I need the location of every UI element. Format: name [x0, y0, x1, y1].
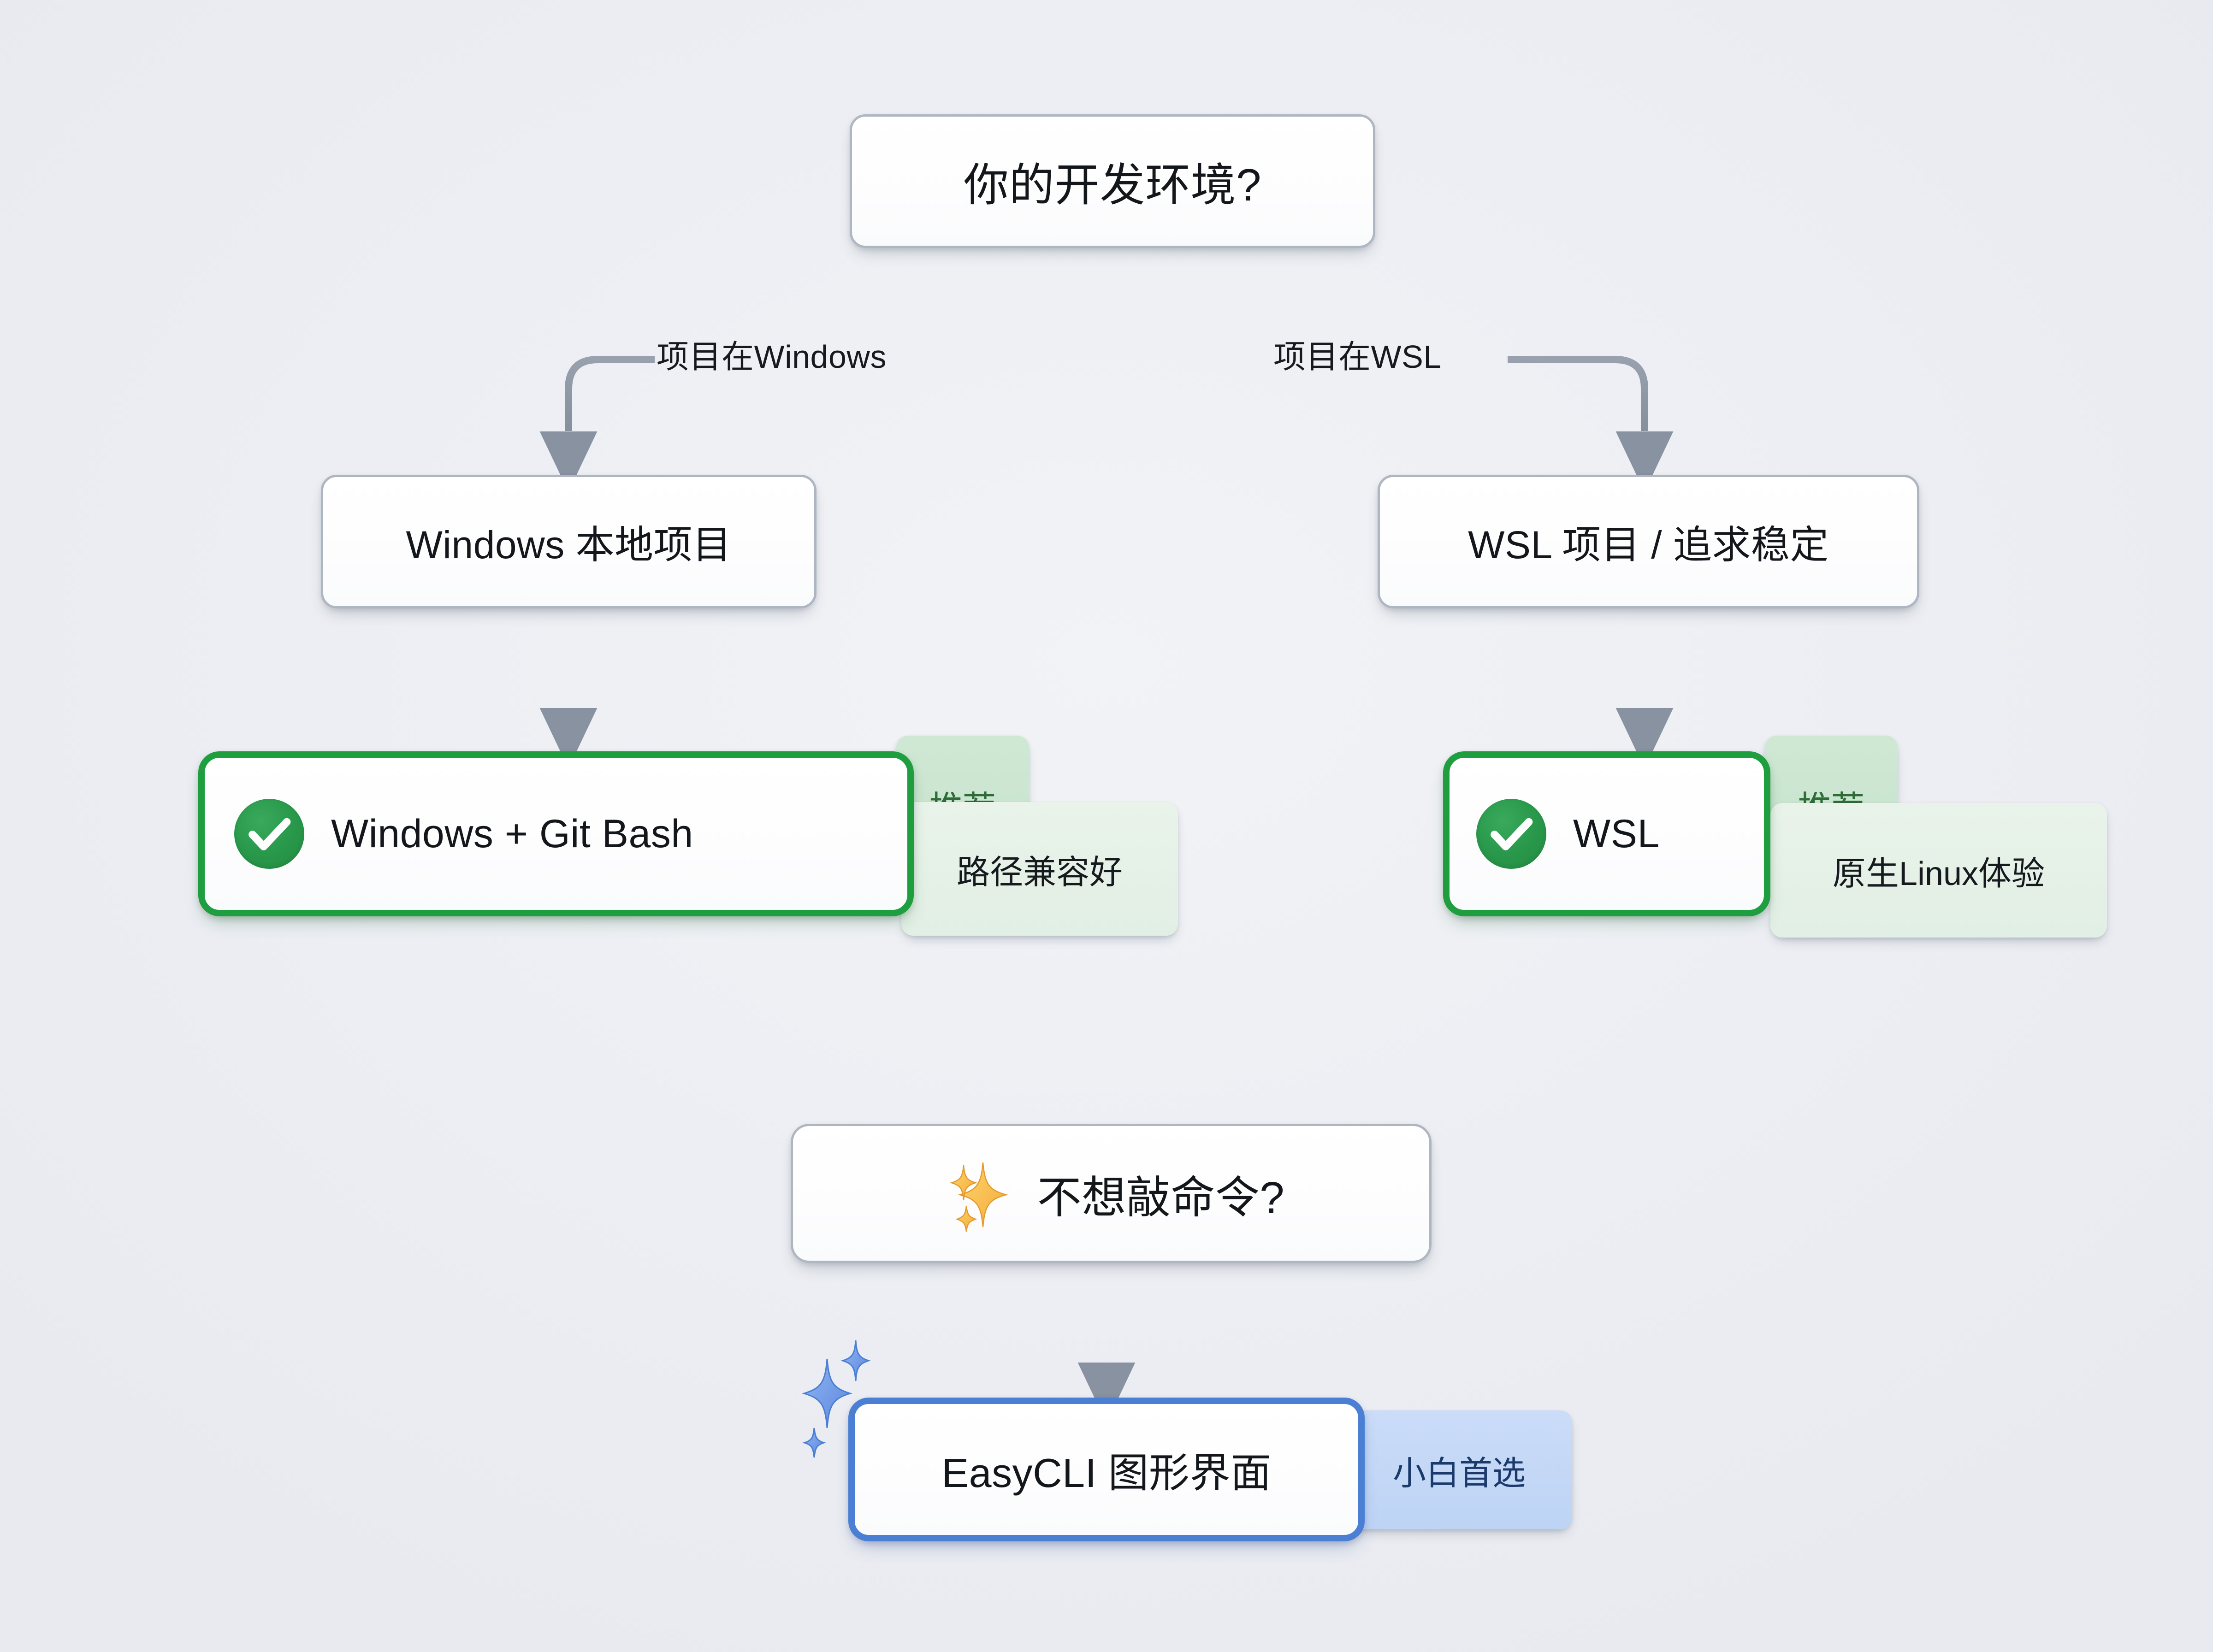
node-root[interactable]: 你的开发环境?	[850, 114, 1375, 248]
node-no-cli-label: 不想敲命令?	[1037, 1173, 1285, 1222]
node-wsl[interactable]: WSL	[1443, 751, 1770, 916]
sparkles-yellow-icon	[947, 1154, 1016, 1233]
check-circle-icon	[234, 799, 304, 869]
node-wsl-label: WSL	[1573, 811, 1660, 856]
node-no-cli[interactable]: 不想敲命令?	[791, 1124, 1432, 1263]
node-wsl-stable-label: WSL 项目 / 追求稳定	[1468, 523, 1829, 566]
badge-beginner-choice: 小白首选	[1346, 1410, 1572, 1529]
edge-label-project-in-wsl: 项目在WSL	[1273, 339, 1442, 375]
node-wsl-stable[interactable]: WSL 项目 / 追求稳定	[1378, 475, 1919, 608]
edge-label-project-in-windows: 项目在Windows	[657, 339, 887, 375]
badge-note-wsl: 原生Linux体验	[1770, 803, 2107, 938]
node-windows-git-bash-label: Windows + Git Bash	[331, 811, 693, 856]
node-easycli-label: EasyCLI 图形界面	[941, 1450, 1272, 1496]
check-circle-icon	[1476, 799, 1546, 869]
node-easycli[interactable]: EasyCLI 图形界面	[848, 1398, 1365, 1541]
badge-note-git-bash: 路径兼容好	[901, 802, 1178, 936]
node-root-label: 你的开发环境?	[963, 159, 1261, 210]
node-windows-local-project-label: Windows 本地项目	[406, 523, 732, 566]
sparkles-blue-icon	[799, 1332, 900, 1461]
edge-root-bar-left-2	[565, 356, 655, 431]
node-windows-local-project[interactable]: Windows 本地项目	[321, 475, 817, 608]
node-windows-git-bash[interactable]: Windows + Git Bash	[198, 751, 914, 916]
edge-root-bar-right-2	[1508, 356, 1648, 431]
